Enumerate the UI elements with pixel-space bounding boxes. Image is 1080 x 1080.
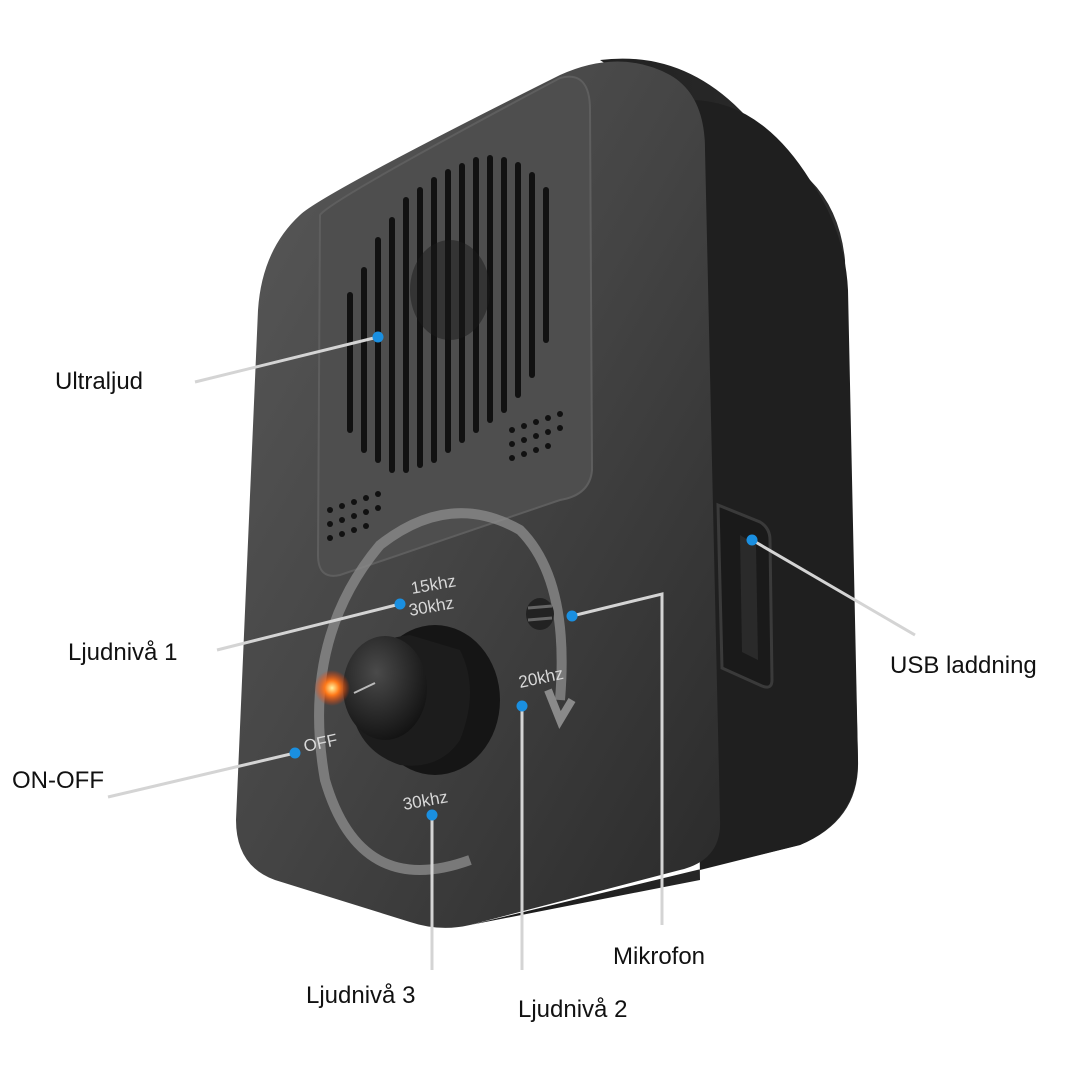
dot-on-off (289, 747, 301, 759)
leader-ultrasound (194, 335, 379, 384)
dot-usb (746, 534, 758, 546)
callout-usb: USB laddning (890, 652, 1037, 679)
microphone-slot (526, 598, 554, 630)
dot-level1 (394, 598, 406, 610)
dot-level3 (426, 809, 438, 821)
dot-microphone (566, 610, 578, 622)
callout-lines (107, 335, 916, 970)
leader-usb (751, 538, 916, 637)
callout-on-off: ON-OFF (12, 767, 104, 794)
usb-port-cover (716, 502, 774, 689)
power-led (314, 670, 350, 706)
leader-microphone (571, 592, 664, 925)
speaker-grille (347, 155, 549, 473)
leader-level1 (216, 602, 401, 652)
mic-holes (327, 411, 563, 541)
callout-dots (289, 331, 758, 821)
callout-microphone: Mikrofon (613, 943, 706, 970)
callout-ultrasound: Ultraljud (55, 368, 144, 395)
callout-level3: Ljudnivå 3 (306, 982, 416, 1009)
callout-level2: Ljudnivå 2 (518, 996, 628, 1023)
leader-on-off (107, 751, 296, 799)
callout-level1: Ljudnivå 1 (68, 639, 178, 666)
dot-ultrasound (372, 331, 384, 343)
dot-level2 (516, 700, 528, 712)
rotation-arrow (314, 508, 567, 875)
frequency-knob (343, 625, 500, 775)
